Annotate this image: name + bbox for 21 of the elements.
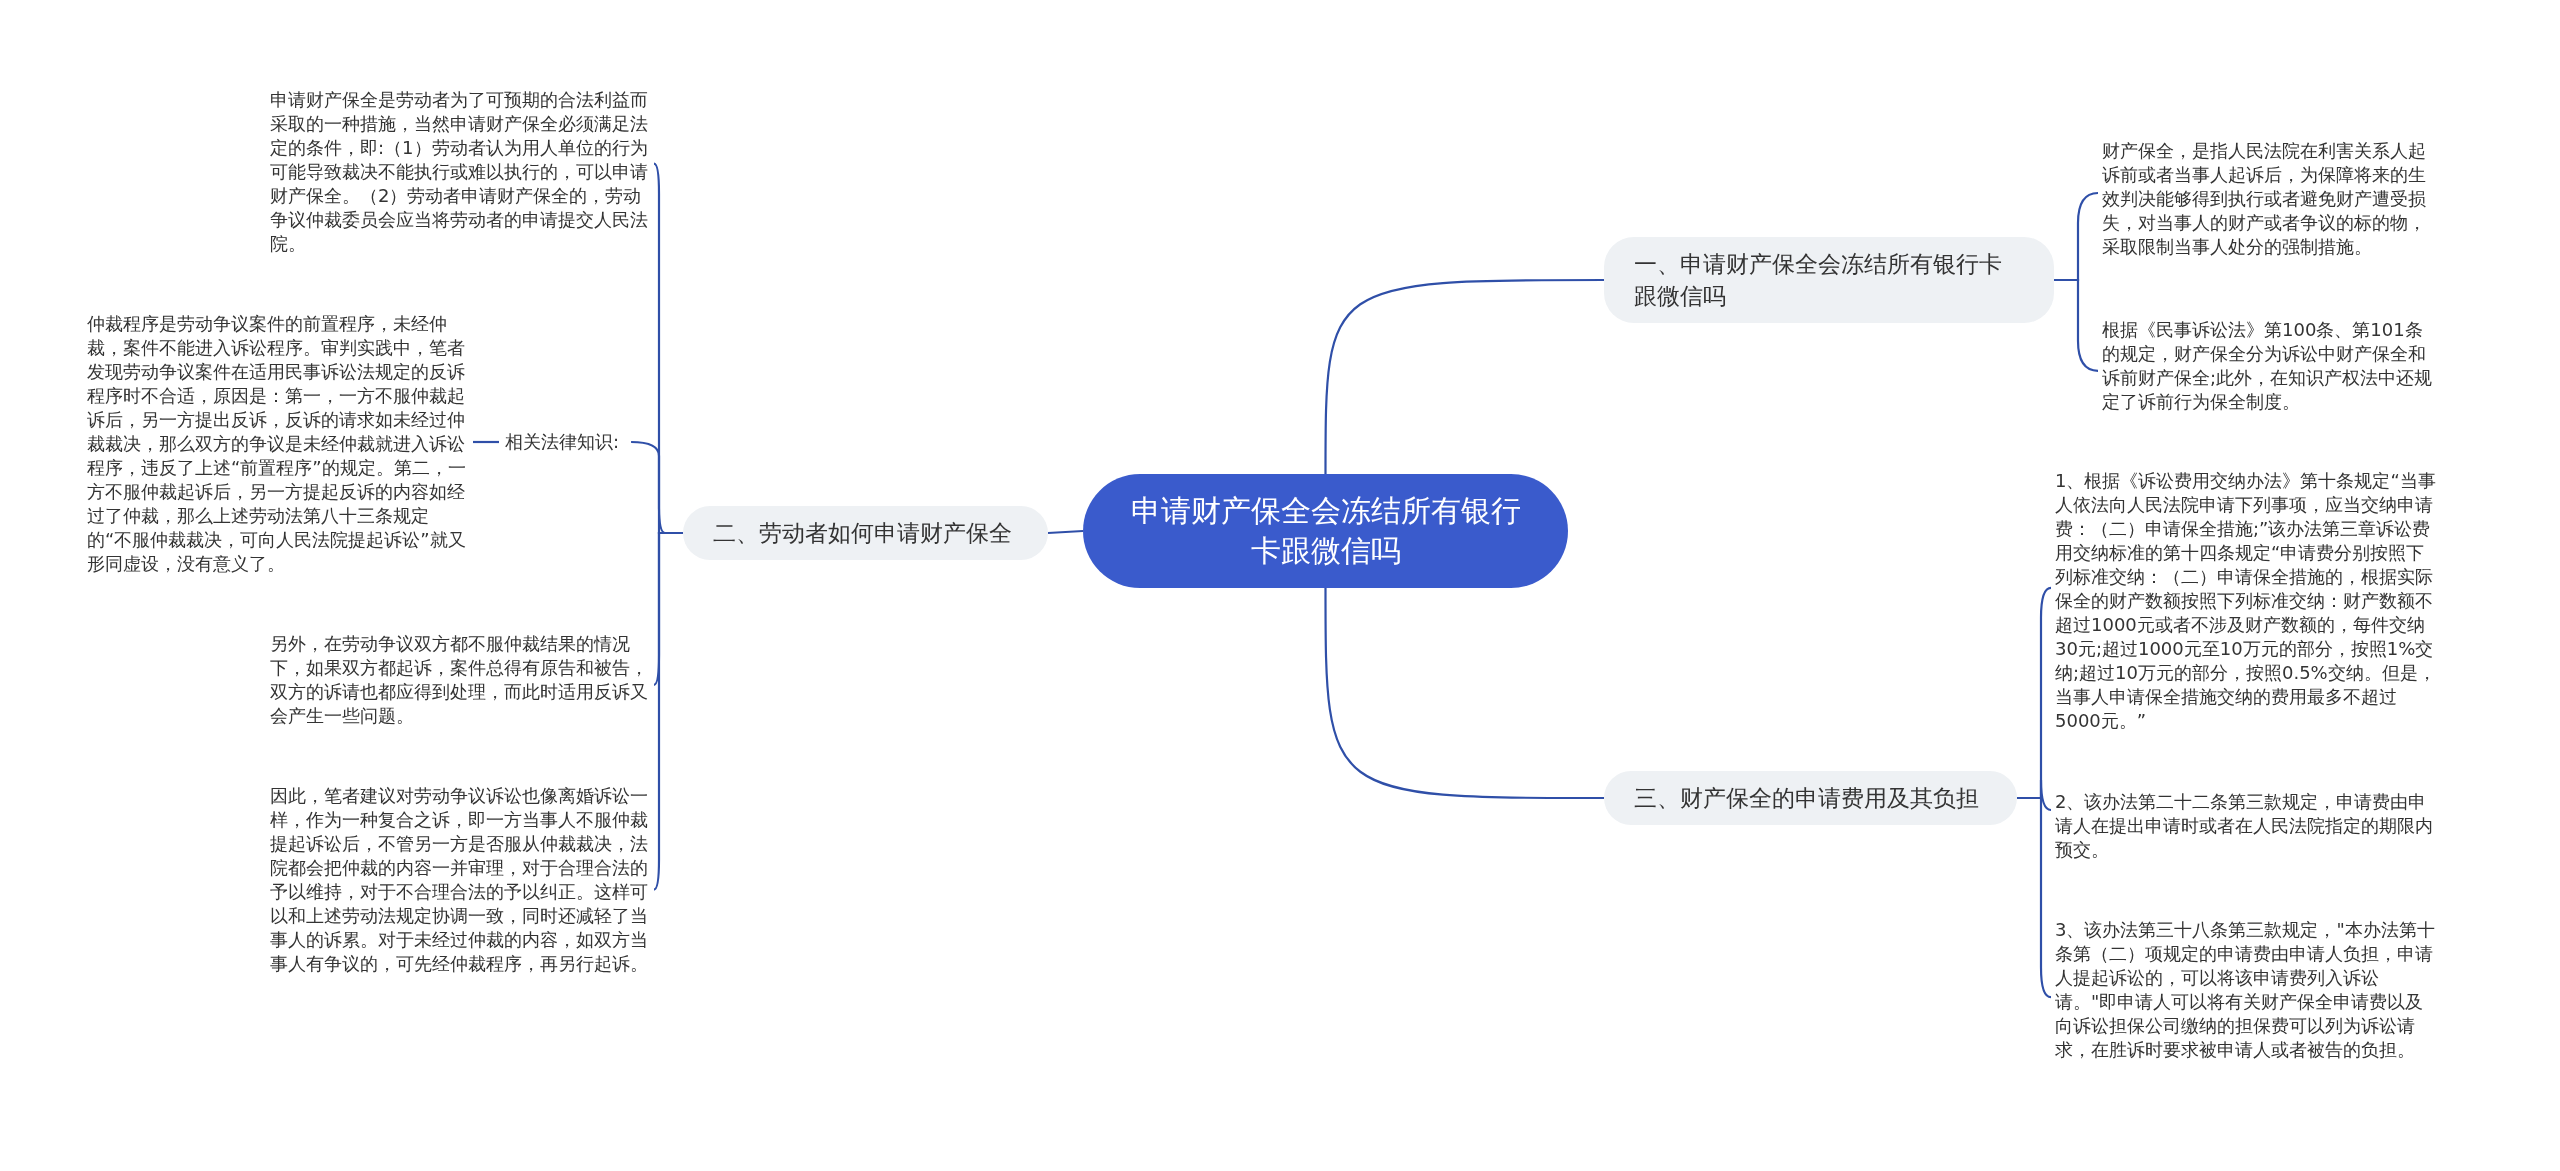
connector [473, 440, 499, 444]
note-text: 仲裁程序是劳动争议案件的前置程序，未经仲裁，案件不能进入诉讼程序。审判实践中，笔者发现劳动争议案件在适用民事诉讼法规定的反诉程序时不合适，原因是：第一，一方不服仲裁起诉后，另一方提出反诉，反诉的请求如未经过仲裁裁决，那么双方的争议是未经仲裁就进入诉讼程序，违反了上述“前置程序”的规定。第二，一方不服仲裁起诉后，另一方提起反诉的内容如经过了仲裁，那么上述劳动法第八十三条规定的“不服仲裁裁决，可向人民法院提起诉讼”就又形同虚设，没有意义了。 [87, 312, 469, 576]
note-text: 3、该办法第三十八条第三款规定，"本办法第十条第（二）项规定的申请费由申请人负担，申请人提起诉讼的，可以将该申请费列入诉讼请。"即申请人可以将有关财产保全申请费以及向诉讼担保公司缴纳的担保费可以列为诉讼请求，在胜诉时要求被申请人或者被告的负担。 [2055, 918, 2437, 1062]
note-text: 1、根据《诉讼费用交纳办法》第十条规定“当事人依法向人民法院申请下列事项，应当交纳申请费：（二）申请保全措施;”该办法第三章诉讼费用交纳标准的第十四条规定“申请费分别按照下列标准交纳：（二）申请保全措施的，根据实际保全的财产数额按照下列标准交纳：财产数额不超过1000元或者不涉及财产数额的，每件交纳30元;超过1000元至10万元的部分，按照1%交纳;超过10万元的部分，按照0.5%交纳。但是，当事人申请保全措施交纳的费用最多不超过5000元。” [2055, 469, 2437, 733]
note-text: 根据《民事诉讼法》第100条、第101条的规定，财产保全分为诉讼中财产保全和诉前财产保全;此外，在知识产权法中还规定了诉前行为保全制度。 [2102, 318, 2437, 414]
topic-box: 二、劳动者如何申请财产保全 [683, 506, 1048, 560]
connector [653, 531, 683, 891]
connector [1047, 529, 1084, 535]
connector [1324, 588, 1604, 800]
connector [2017, 796, 2052, 999]
topic-box: 一、申请财产保全会冻结所有银行卡跟微信吗 [1604, 237, 2054, 323]
note-text: 相关法律知识: [505, 430, 620, 454]
central-topic-box: 申请财产保全会冻结所有银行卡跟微信吗 [1083, 474, 1568, 588]
connector [2054, 278, 2099, 372]
connector [1324, 278, 1604, 474]
note-text: 2、该办法第二十二条第三款规定，申请费由申请人在提出申请时或者在人民法院指定的期限内预交。 [2055, 790, 2437, 862]
note-text: 另外，在劳动争议双方都不服仲裁结果的情况下，如果双方都起诉，案件总得有原告和被告，双方的诉请也都应得到处理，而此时适用反诉又会产生一些问题。 [270, 632, 650, 728]
note-text: 申请财产保全是劳动者为了可预期的合法利益而采取的一种措施，当然申请财产保全必须满足法定的条件，即:（1）劳动者认为用人单位的行为可能导致裁决不能执行或难以执行的，可以申请财产保全。（2）劳动者申请财产保全的，劳动争议仲裁委员会应当将劳动者的申请提交人民法院。 [270, 88, 650, 256]
note-text: 财产保全，是指人民法院在利害关系人起诉前或者当事人起诉后，为保障将来的生效判决能够得到执行或者避免财产遭受损失，对当事人的财产或者争议的标的物，采取限制当事人处分的强制措施。 [2102, 139, 2437, 259]
topic-box: 三、财产保全的申请费用及其负担 [1604, 771, 2017, 825]
note-text: 因此，笔者建议对劳动争议诉讼也像离婚诉讼一样，作为一种复合之诉，即一方当事人不服仲裁提起诉讼后，不管另一方是否服从仲裁裁决，法院都会把仲裁的内容一并审理，对于合理合法的予以维持，对于不合理合法的予以纠正。这样可以和上述劳动法规定协调一致，同时还减轻了当事人的诉累。对于未经过仲裁的内容，如双方当事人有争议的，可先经仲裁程序，再另行起诉。 [270, 784, 650, 976]
